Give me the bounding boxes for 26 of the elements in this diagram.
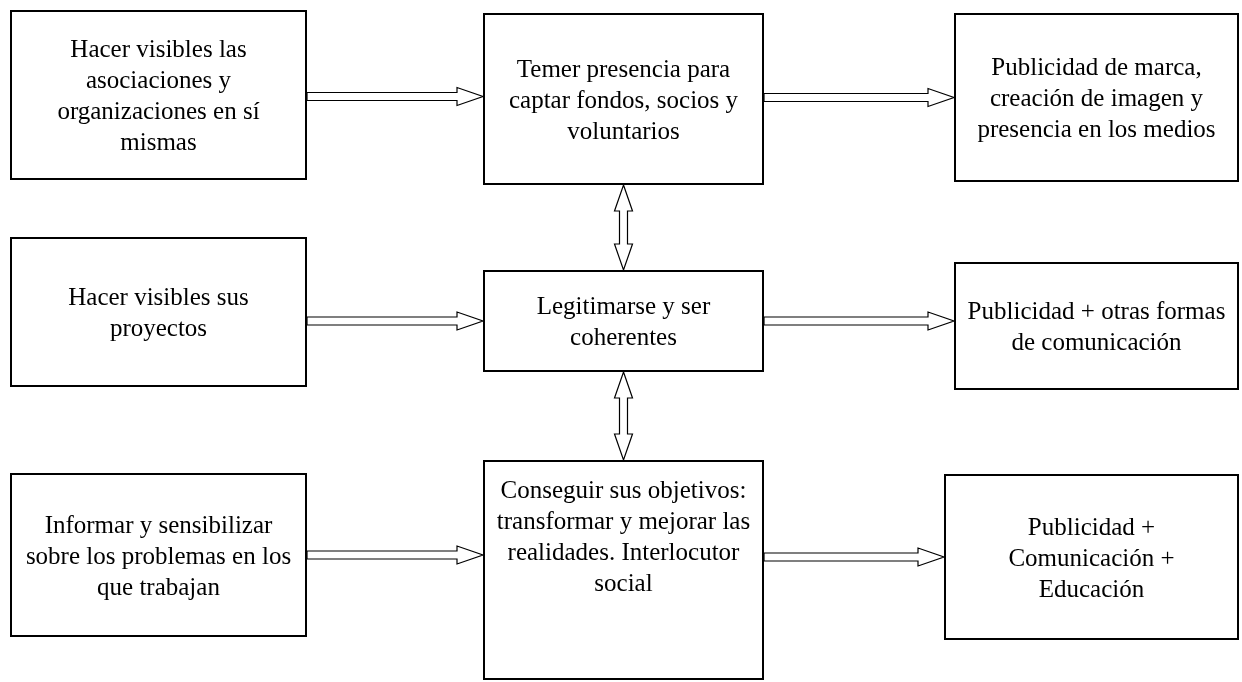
text-box	[944, 474, 1239, 640]
hollow-arrow	[306, 311, 485, 331]
hollow-arrow	[763, 311, 956, 331]
box-text: Publicidad + otras formas de comunicación	[966, 296, 1227, 357]
box-text: Hacer visibles las asociaciones y organizaciones en sí mismas	[56, 34, 261, 157]
text-box	[10, 473, 307, 637]
hollow-arrow	[763, 87, 956, 108]
text-box	[10, 10, 307, 180]
hollow-arrow	[306, 86, 485, 107]
box-text: Hacer visibles sus proyectos	[67, 282, 250, 343]
text-box	[483, 13, 764, 185]
hollow-arrow	[763, 547, 946, 567]
text-box	[483, 460, 764, 680]
box-text: Publicidad de marca, creación de imagen y presencia en los medios	[976, 52, 1217, 144]
box-text: Publicidad + Comunicación + Educación	[1007, 511, 1176, 604]
hollow-arrow	[306, 545, 485, 565]
hollow-arrow	[613, 183, 634, 272]
hollow-arrow	[613, 370, 634, 462]
box-text: Legitimarse y ser coherentes	[535, 291, 712, 352]
text-box	[483, 270, 764, 372]
text-box	[954, 262, 1239, 390]
box-text: Temer presencia para captar fondos, socios y voluntarios	[507, 53, 740, 146]
box-text: Informar y sensibilizar sobre los problemas en los que trabajan	[24, 509, 293, 602]
text-box	[954, 13, 1239, 182]
box-text: Conseguir sus objetivos: transformar y mejorar las realidades. Interlocutor social	[495, 475, 752, 598]
text-box	[10, 237, 307, 387]
